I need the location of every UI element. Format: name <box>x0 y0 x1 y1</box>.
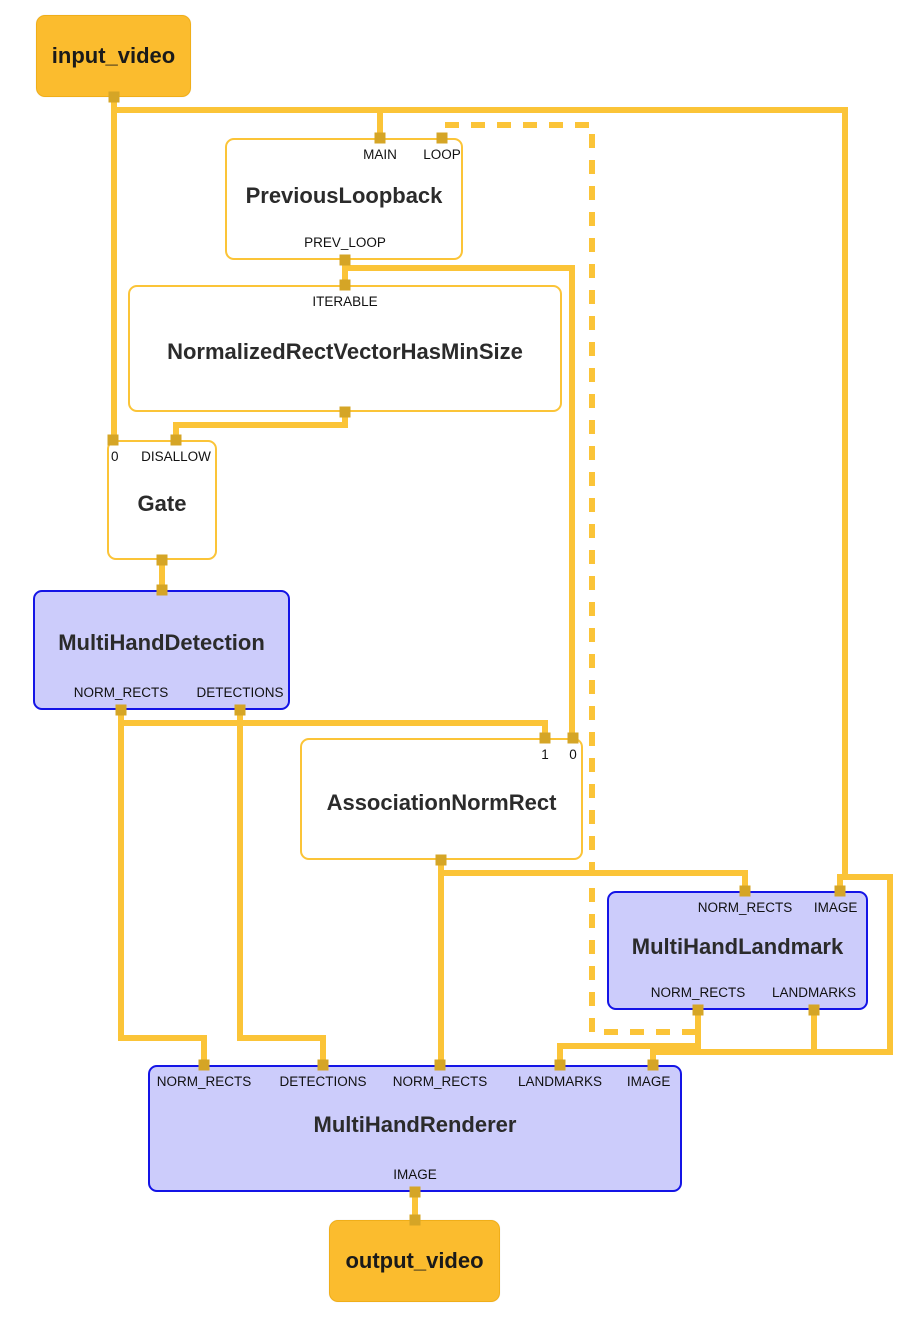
node-output_video[interactable]: output_video <box>329 1220 500 1302</box>
node-title-output_video: output_video <box>345 1247 484 1273</box>
port-in-multi_hand_renderer-1[interactable] <box>317 1059 329 1071</box>
port-label-in-multi_hand_renderer-2: NORM_RECTS <box>392 1074 488 1089</box>
port-out-association_norm_rect-0[interactable] <box>435 854 447 866</box>
port-label-out-multi_hand_landmark-0: NORM_RECTS <box>650 985 746 1000</box>
port-in-multi_hand_renderer-2[interactable] <box>434 1059 446 1071</box>
node-association_norm_rect[interactable]: AssociationNormRect <box>300 738 583 860</box>
port-in-normalized_rect_vector_has_min_size-0[interactable] <box>339 279 351 291</box>
node-title-multi_hand_landmark: MultiHandLandmark <box>631 934 844 960</box>
port-in-multi_hand_renderer-3[interactable] <box>554 1059 566 1071</box>
port-label-in-previous_loopback-0: MAIN <box>363 147 397 162</box>
node-multi_hand_detection[interactable]: MultiHandDetection <box>33 590 290 710</box>
port-out-multi_hand_landmark-0[interactable] <box>692 1004 704 1016</box>
port-out-multi_hand_detection-1[interactable] <box>234 704 246 716</box>
node-normalized_rect_vector_has_min_size[interactable]: NormalizedRectVectorHasMinSize <box>128 285 562 412</box>
node-title-gate: Gate <box>137 490 187 516</box>
port-in-multi_hand_renderer-0[interactable] <box>198 1059 210 1071</box>
edge-minsize-to-gate-disallow <box>173 412 348 440</box>
node-multi_hand_renderer[interactable]: MultiHandRenderer <box>148 1065 682 1192</box>
port-label-out-multi_hand_renderer-0: IMAGE <box>393 1167 437 1182</box>
node-title-multi_hand_detection: MultiHandDetection <box>58 629 265 655</box>
port-label-in-multi_hand_landmark-0: NORM_RECTS <box>697 900 793 915</box>
port-label-in-multi_hand_renderer-1: DETECTIONS <box>279 1074 367 1089</box>
port-label-in-multi_hand_landmark-1: IMAGE <box>813 900 858 915</box>
port-in-association_norm_rect-0[interactable] <box>539 732 551 744</box>
port-label-out-multi_hand_detection-1: DETECTIONS <box>196 685 284 700</box>
port-out-normalized_rect_vector_has_min_size-0[interactable] <box>339 406 351 418</box>
port-in-multi_hand_landmark-0[interactable] <box>739 885 751 897</box>
port-label-in-gate-1: DISALLOW <box>141 449 211 464</box>
port-label-in-multi_hand_renderer-4: IMAGE <box>626 1074 671 1089</box>
port-in-output_video-0[interactable] <box>409 1214 421 1226</box>
port-label-in-association_norm_rect-0: 1 <box>541 747 549 762</box>
node-input_video[interactable]: input_video <box>36 15 191 97</box>
port-label-out-previous_loopback-0: PREV_LOOP <box>304 235 386 250</box>
port-in-previous_loopback-1[interactable] <box>436 132 448 144</box>
port-out-multi_hand_landmark-1[interactable] <box>808 1004 820 1016</box>
port-out-previous_loopback-0[interactable] <box>339 254 351 266</box>
port-out-multi_hand_detection-0[interactable] <box>115 704 127 716</box>
port-in-multi_hand_detection-0[interactable] <box>156 584 168 596</box>
edge-assoc-to-landmark-normrects <box>438 860 748 891</box>
port-in-association_norm_rect-1[interactable] <box>567 732 579 744</box>
port-in-gate-1[interactable] <box>170 434 182 446</box>
port-label-in-association_norm_rect-1: 0 <box>569 747 577 762</box>
port-in-multi_hand_renderer-4[interactable] <box>647 1059 659 1071</box>
port-label-in-gate-0: 0 <box>111 449 119 464</box>
edge-detection-normrects-to-renderer <box>118 710 207 1065</box>
port-out-input_video-0[interactable] <box>108 91 120 103</box>
node-title-input_video: input_video <box>51 42 176 68</box>
port-label-in-multi_hand_renderer-3: LANDMARKS <box>517 1074 603 1089</box>
node-title-previous_loopback: PreviousLoopback <box>245 182 443 208</box>
edge-landmark-normrects-to-renderer <box>557 1010 701 1065</box>
port-out-gate-0[interactable] <box>156 554 168 566</box>
edge-landmark-to-renderer-image <box>650 1049 890 1065</box>
node-previous_loopback[interactable]: PreviousLoopback <box>225 138 463 260</box>
port-out-multi_hand_renderer-0[interactable] <box>409 1186 421 1198</box>
node-title-normalized_rect_vector_has_min_size: NormalizedRectVectorHasMinSize <box>167 339 523 365</box>
node-title-multi_hand_renderer: MultiHandRenderer <box>313 1112 517 1138</box>
node-gate[interactable]: Gate <box>107 440 217 560</box>
node-title-association_norm_rect: AssociationNormRect <box>326 789 557 815</box>
node-multi_hand_landmark[interactable]: MultiHandLandmark <box>607 891 868 1010</box>
port-label-out-multi_hand_landmark-1: LANDMARKS <box>771 985 857 1000</box>
port-in-previous_loopback-0[interactable] <box>374 132 386 144</box>
port-in-multi_hand_landmark-1[interactable] <box>834 885 846 897</box>
port-label-in-normalized_rect_vector_has_min_size-0: ITERABLE <box>312 294 378 309</box>
port-label-in-previous_loopback-1: LOOP <box>423 147 461 162</box>
port-in-gate-0[interactable] <box>107 434 119 446</box>
edge-detection-normrects-to-assoc-1 <box>118 710 548 738</box>
edge-input-to-previousloopback-main <box>111 97 383 138</box>
port-label-out-multi_hand_detection-0: NORM_RECTS <box>73 685 169 700</box>
port-label-in-multi_hand_renderer-0: NORM_RECTS <box>156 1074 252 1089</box>
